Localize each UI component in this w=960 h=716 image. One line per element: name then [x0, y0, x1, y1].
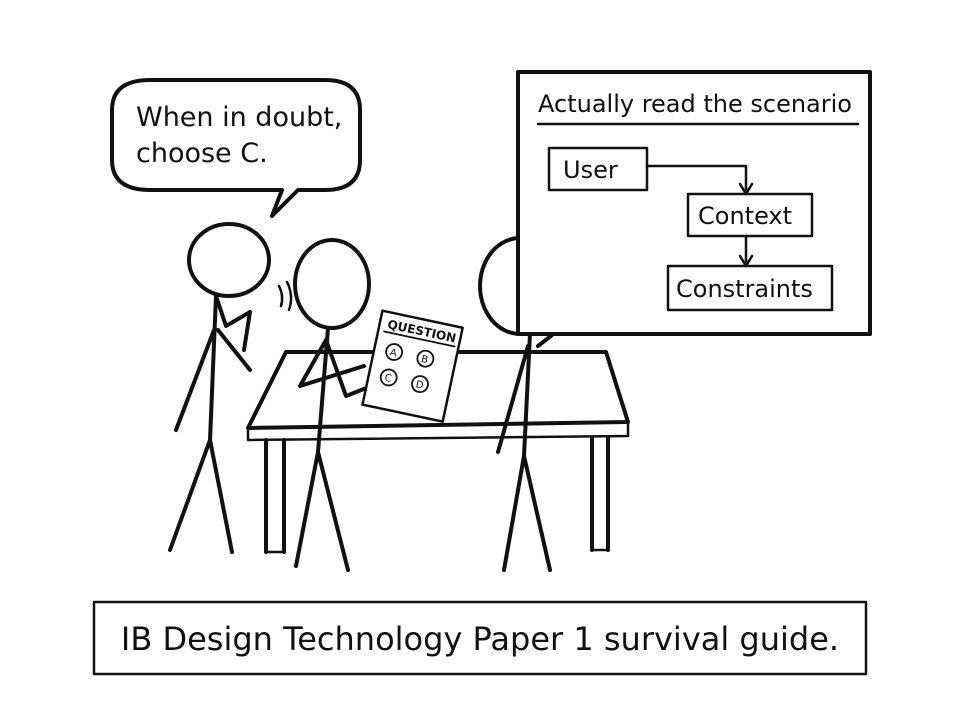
option-c-bubble: C — [379, 368, 398, 387]
caption-box: IB Design Technology Paper 1 survival gu… — [92, 600, 868, 676]
answer-sheet: QUESTION A B C D — [361, 309, 464, 423]
option-a-bubble: A — [385, 343, 404, 361]
option-b-label: B — [420, 354, 429, 366]
speech-bubble: When in doubt, choose C. — [110, 78, 362, 218]
speech-line-1: When in doubt, — [136, 102, 342, 133]
whiteboard: Actually read the scenario User Context … — [516, 70, 872, 336]
flow-box-constraints-label: Constraints — [676, 275, 813, 303]
option-c-label: C — [383, 373, 392, 385]
option-a-label: A — [389, 347, 398, 359]
flow-box-constraints: Constraints — [666, 264, 834, 312]
whiteboard-title: Actually read the scenario — [538, 90, 852, 118]
option-d-bubble: D — [411, 375, 429, 394]
option-b-bubble: B — [416, 349, 435, 368]
flow-box-user-label: User — [563, 156, 618, 184]
flow-box-context: Context — [686, 192, 814, 238]
stick-figure-left — [168, 222, 293, 554]
flow-box-user: User — [547, 146, 649, 192]
flow-box-context-label: Context — [698, 202, 792, 230]
speech-line-2: choose C. — [136, 138, 268, 169]
option-d-label: D — [415, 379, 425, 391]
caption-text: IB Design Technology Paper 1 survival gu… — [121, 620, 839, 658]
table — [246, 350, 630, 554]
